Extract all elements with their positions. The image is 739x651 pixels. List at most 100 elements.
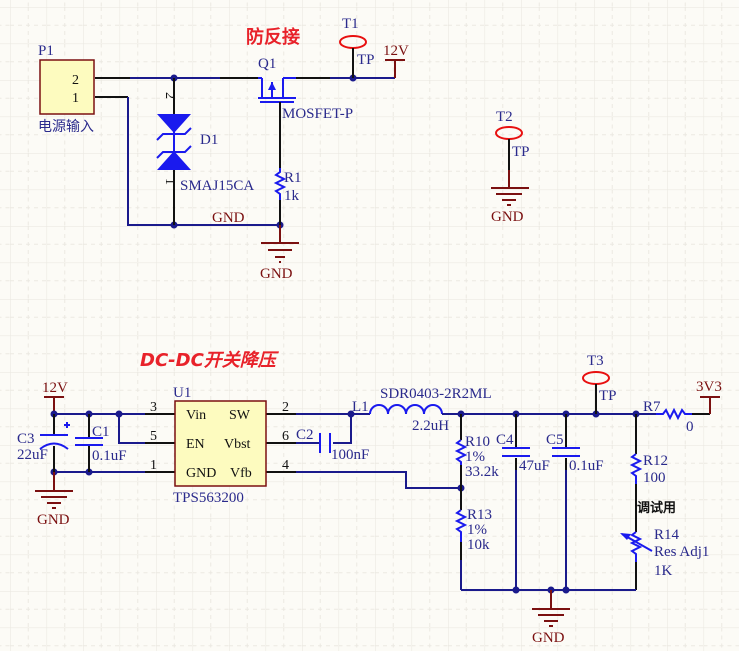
capacitor-c3[interactable]: C3 22uF [17, 414, 70, 472]
u1-pin-num: 2 [282, 400, 289, 415]
power-port-3v3: 3V3 [696, 379, 722, 414]
r10-tol: 1% [465, 449, 485, 465]
u1-pin-name: GND [186, 466, 216, 481]
t2-ref: T2 [496, 109, 513, 125]
t3-value: TP [599, 388, 617, 404]
t1-ref: T1 [342, 16, 359, 32]
r10-value: 33.2k [465, 464, 499, 480]
capacitor-c2[interactable]: C2 100nF [296, 427, 369, 463]
c3-ref: C3 [17, 431, 35, 447]
u1-pin-name: Vin [186, 408, 206, 423]
r12-value: 100 [643, 470, 666, 486]
l1-ref: L1 [352, 399, 369, 415]
c1-value: 0.1uF [92, 448, 127, 464]
t2-value: TP [512, 144, 530, 160]
p1-pin1: 1 [72, 91, 79, 106]
u1-pin-num: 6 [282, 429, 289, 444]
gnd-label: GND [491, 209, 524, 225]
gnd-symbol: GND [260, 225, 299, 282]
resistor-r1[interactable]: R1 1k [273, 168, 302, 225]
connector-p1[interactable]: P1 2 1 电源输入 [38, 43, 95, 135]
wire-vbst [296, 414, 352, 444]
d1-pin2: 2 [162, 92, 177, 99]
r13-tol: 1% [467, 522, 487, 538]
r7-value: 0 [686, 419, 694, 435]
u1-pin-num: 4 [282, 458, 289, 473]
v12-top-label: 12V [383, 43, 409, 59]
q1-ref: Q1 [258, 56, 276, 72]
r1-value: 1k [284, 188, 300, 204]
c5-ref: C5 [546, 432, 564, 448]
u1-pin-name: Vfb [230, 466, 252, 481]
u1-pin-name: Vbst [224, 437, 251, 452]
junction [512, 586, 520, 594]
c5-value: 0.1uF [569, 458, 604, 474]
gnd-net-label: GND [212, 210, 245, 226]
u1-pin-num: 3 [150, 400, 157, 415]
testpoint-t2[interactable]: T2 TP GND [491, 109, 530, 225]
d1-pin1: 1 [162, 178, 177, 185]
ic-u1[interactable]: U1 3 5 1 2 6 4 Vin EN GND SW Vbst Vfb TP… [145, 385, 296, 506]
l1-value: 2.2uH [412, 418, 449, 434]
capacitor-c4[interactable]: C4 47uF [496, 414, 550, 590]
u1-pin-name: SW [229, 408, 251, 423]
r14-part: Res Adj1 [654, 544, 709, 560]
gnd-symbol [35, 472, 73, 509]
u1-pin-num: 1 [150, 458, 157, 473]
title-reverse-protection: 防反接 [246, 26, 300, 48]
r1-ref: R1 [284, 170, 302, 186]
v3v3-label: 3V3 [696, 379, 722, 395]
resistor-r12[interactable]: R12 100 [629, 414, 668, 490]
tvs-diode-d1[interactable]: 2 1 D1 SMAJ15CA [156, 78, 254, 225]
gnd-label: GND [37, 512, 70, 528]
t1-value: TP [357, 52, 375, 68]
resistor-r10[interactable]: R10 1% 33.2k [454, 414, 499, 488]
u1-value: TPS563200 [173, 490, 244, 506]
gnd-symbol [532, 590, 570, 627]
l1-part: SDR0403-2R2ML [380, 386, 492, 402]
potentiometer-r14[interactable]: R14 Res Adj1 1K [620, 490, 709, 590]
t3-ref: T3 [587, 353, 604, 369]
gnd-label: GND [260, 266, 293, 282]
u1-pin-name: EN [186, 437, 205, 452]
c4-ref: C4 [496, 432, 514, 448]
u1-ref: U1 [173, 385, 191, 401]
q1-value: MOSFET-P [282, 106, 353, 122]
v12-left-label: 12V [42, 380, 68, 396]
testpoint-t3[interactable]: T3 TP [582, 353, 617, 414]
p1-pin2: 2 [72, 73, 79, 88]
r12-ref: R12 [643, 453, 668, 469]
wire-gnd-return [127, 97, 280, 226]
resistor-r13[interactable]: R13 1% 10k [454, 488, 492, 590]
c2-value: 100nF [331, 447, 369, 463]
d1-value: SMAJ15CA [180, 178, 254, 194]
capacitor-c1[interactable]: C1 0.1uF [75, 414, 127, 472]
r13-value: 10k [467, 537, 490, 553]
r7-ref: R7 [643, 399, 661, 415]
gnd-label: GND [532, 630, 565, 646]
c3-value: 22uF [17, 447, 48, 463]
r13-ref: R13 [467, 507, 492, 523]
p1-ref: P1 [38, 43, 54, 59]
debug-note: 调试用 [637, 500, 676, 516]
title-dcdc: DC-DC开关降压 [140, 350, 280, 371]
mosfet-q1[interactable]: Q1 MOSFET-P [258, 56, 353, 168]
inductor-l1[interactable]: L1 SDR0403-2R2ML 2.2uH [352, 386, 492, 434]
power-port-12v-top: 12V [383, 43, 409, 78]
p1-value: 电源输入 [38, 119, 94, 135]
c1-ref: C1 [92, 424, 110, 440]
c4-value: 47uF [519, 458, 550, 474]
c2-ref: C2 [296, 427, 314, 443]
r14-value: 1K [654, 563, 673, 579]
junction [562, 586, 570, 594]
resistor-r7[interactable]: R7 0 [643, 399, 710, 435]
d1-ref: D1 [200, 132, 218, 148]
capacitor-c5[interactable]: C5 0.1uF [546, 414, 604, 590]
junction [115, 410, 123, 418]
wire-vfb [296, 471, 461, 489]
testpoint-t1[interactable]: T1 TP [339, 16, 375, 78]
r10-ref: R10 [465, 434, 490, 450]
r14-ref: R14 [654, 527, 680, 543]
